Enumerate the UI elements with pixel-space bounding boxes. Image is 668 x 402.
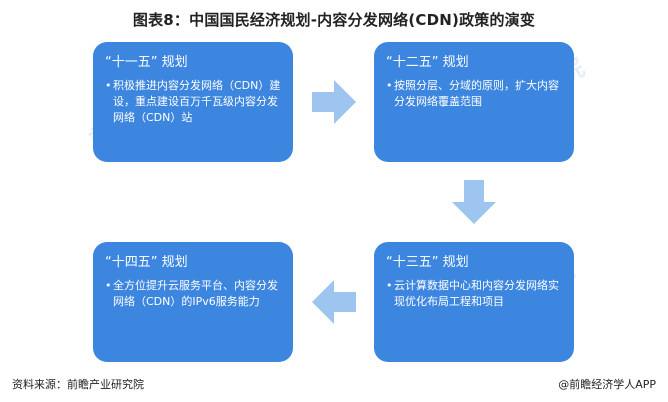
stage-description-text: 积极推进内容分发网络（CDN）建设，重点建设百万千瓦级内容分发网络（CDN）站 bbox=[113, 79, 281, 124]
bullet-icon: • bbox=[386, 279, 393, 292]
arrow-down-icon bbox=[452, 180, 496, 224]
stage-box-13th-plan: “十三五” 规划 • 云计算数据中心和内容分发网络实现优化布局工程和项目 bbox=[374, 242, 574, 362]
stage-description: • 按照分层、分域的原则，扩大内容分发网络覆盖范围 bbox=[386, 78, 562, 110]
stage-title: “十二五” 规划 bbox=[386, 55, 469, 70]
stage-description-text: 全方位提升云服务平台、内容分发网络（CDN）的IPv6服务能力 bbox=[113, 279, 278, 308]
stage-title: “十一五” 规划 bbox=[105, 55, 188, 70]
figure-title: 图表8：中国国民经济规划-内容分发网络(CDN)政策的演变 bbox=[132, 11, 536, 29]
bullet-icon: • bbox=[105, 79, 112, 92]
brand-credit: @前瞻经济学人APP bbox=[558, 378, 656, 391]
bullet-icon: • bbox=[386, 79, 393, 92]
source-note: 资料来源：前瞻产业研究院 bbox=[12, 378, 144, 391]
stage-box-14th-plan: “十四五” 规划 • 全方位提升云服务平台、内容分发网络（CDN）的IPv6服务… bbox=[93, 242, 293, 362]
arrow-right-icon bbox=[312, 80, 356, 124]
stage-box-11th-plan: “十一五” 规划 • 积极推进内容分发网络（CDN）建设，重点建设百万千瓦级内容… bbox=[93, 42, 293, 162]
stage-description: • 全方位提升云服务平台、内容分发网络（CDN）的IPv6服务能力 bbox=[105, 278, 281, 310]
stage-description-text: 云计算数据中心和内容分发网络实现优化布局工程和项目 bbox=[394, 279, 559, 308]
stage-box-12th-plan: “十二五” 规划 • 按照分层、分域的原则，扩大内容分发网络覆盖范围 bbox=[374, 42, 574, 162]
stage-title: “十三五” 规划 bbox=[386, 255, 469, 270]
bullet-icon: • bbox=[105, 279, 112, 292]
stage-title: “十四五” 规划 bbox=[105, 255, 188, 270]
arrow-left-icon bbox=[312, 280, 356, 324]
stage-description-text: 按照分层、分域的原则，扩大内容分发网络覆盖范围 bbox=[394, 79, 559, 108]
stage-description: • 积极推进内容分发网络（CDN）建设，重点建设百万千瓦级内容分发网络（CDN）… bbox=[105, 78, 281, 126]
stage-description: • 云计算数据中心和内容分发网络实现优化布局工程和项目 bbox=[386, 278, 562, 310]
